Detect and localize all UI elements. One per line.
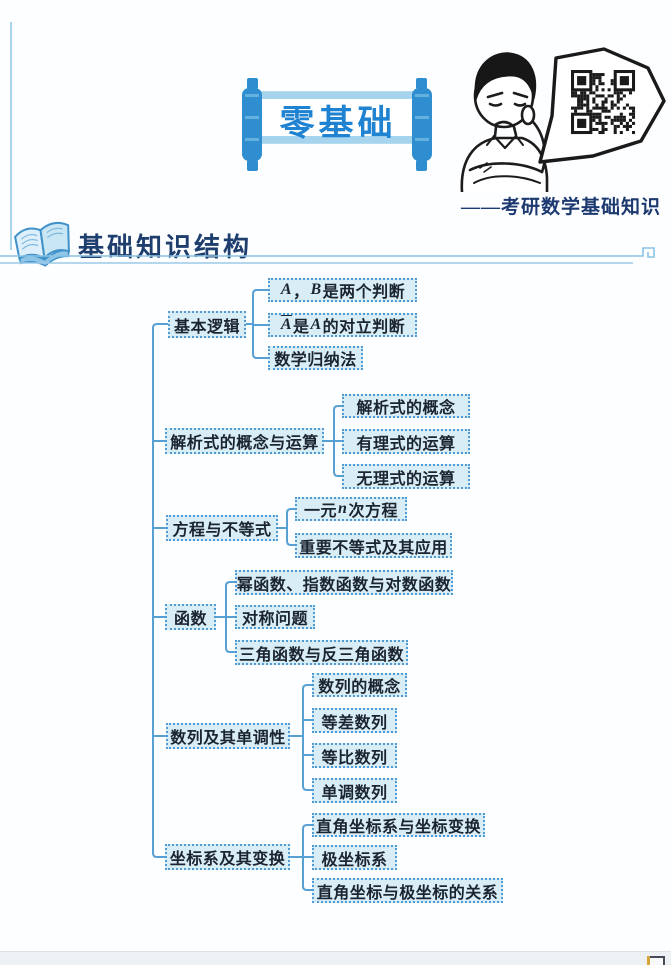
tree-leaf-expression-concept: 解析式的概念 — [342, 394, 470, 418]
connector-spine — [152, 323, 169, 858]
connector-branch-3 — [277, 508, 296, 546]
page-corner-icon[interactable] — [647, 956, 665, 965]
qr-code — [571, 70, 636, 135]
connector-branch-5 — [289, 684, 313, 791]
header-rule — [0, 247, 655, 264]
tree-leaf-geometric-seq: 等比数列 — [312, 743, 397, 768]
tree-leaf-arithmetic-seq: 等差数列 — [312, 708, 397, 733]
tree-leaf-power-exp-log: 幂函数、指数函数与对数函数 — [235, 570, 453, 595]
tree-node-coordinates: 坐标系及其变换 — [165, 844, 290, 870]
zero-basics-banner — [240, 76, 434, 172]
connector-spine-ticks — [152, 440, 167, 737]
left-border-line — [10, 22, 12, 250]
tree-node-basic-logic: 基本逻辑 — [168, 311, 246, 338]
tree-leaf-rect-coords: 直角坐标系与坐标变换 — [312, 813, 485, 837]
tree-node-functions: 函数 — [165, 604, 216, 630]
tree-leaf-irrational-ops: 无理式的运算 — [342, 464, 470, 489]
tree-leaf-sequence-concept: 数列的概念 — [312, 673, 407, 697]
tree-leaf-rational-ops: 有理式的运算 — [342, 429, 470, 454]
tree-node-sequences: 数列及其单调性 — [166, 723, 290, 749]
connector-branch-4 — [215, 581, 236, 653]
tree-leaf-inequalities: 重要不等式及其应用 — [295, 533, 452, 558]
subtitle: ——考研数学基础知识 — [460, 197, 661, 218]
thinking-student-illustration — [460, 52, 549, 192]
connector-branch-2 — [323, 405, 343, 477]
banner-title: 零基础 — [279, 103, 397, 143]
tree-node-expressions: 解析式的概念与运算 — [165, 428, 324, 454]
tree-leaf-trig: 三角函数与反三角函数 — [235, 640, 408, 665]
speech-bubble — [538, 47, 666, 164]
tree-leaf-symmetry: 对称问题 — [235, 605, 315, 629]
tree-node-equations: 方程与不等式 — [166, 515, 278, 541]
tree-leaf-induction: 数学归纳法 — [268, 346, 363, 370]
tree-leaf-rect-polar-relation: 直角坐标与极坐标的关系 — [312, 878, 503, 903]
viewer-footer-bar — [0, 951, 671, 965]
connector-branch-1 — [245, 289, 269, 359]
section-title: 基础知识结构 — [78, 233, 253, 262]
connector-branch-6 — [289, 824, 313, 891]
tree-leaf-monotonic-seq: 单调数列 — [312, 778, 397, 803]
scroll-banner-graphic — [242, 78, 432, 171]
tree-leaf-polar-coords: 极坐标系 — [312, 845, 397, 870]
